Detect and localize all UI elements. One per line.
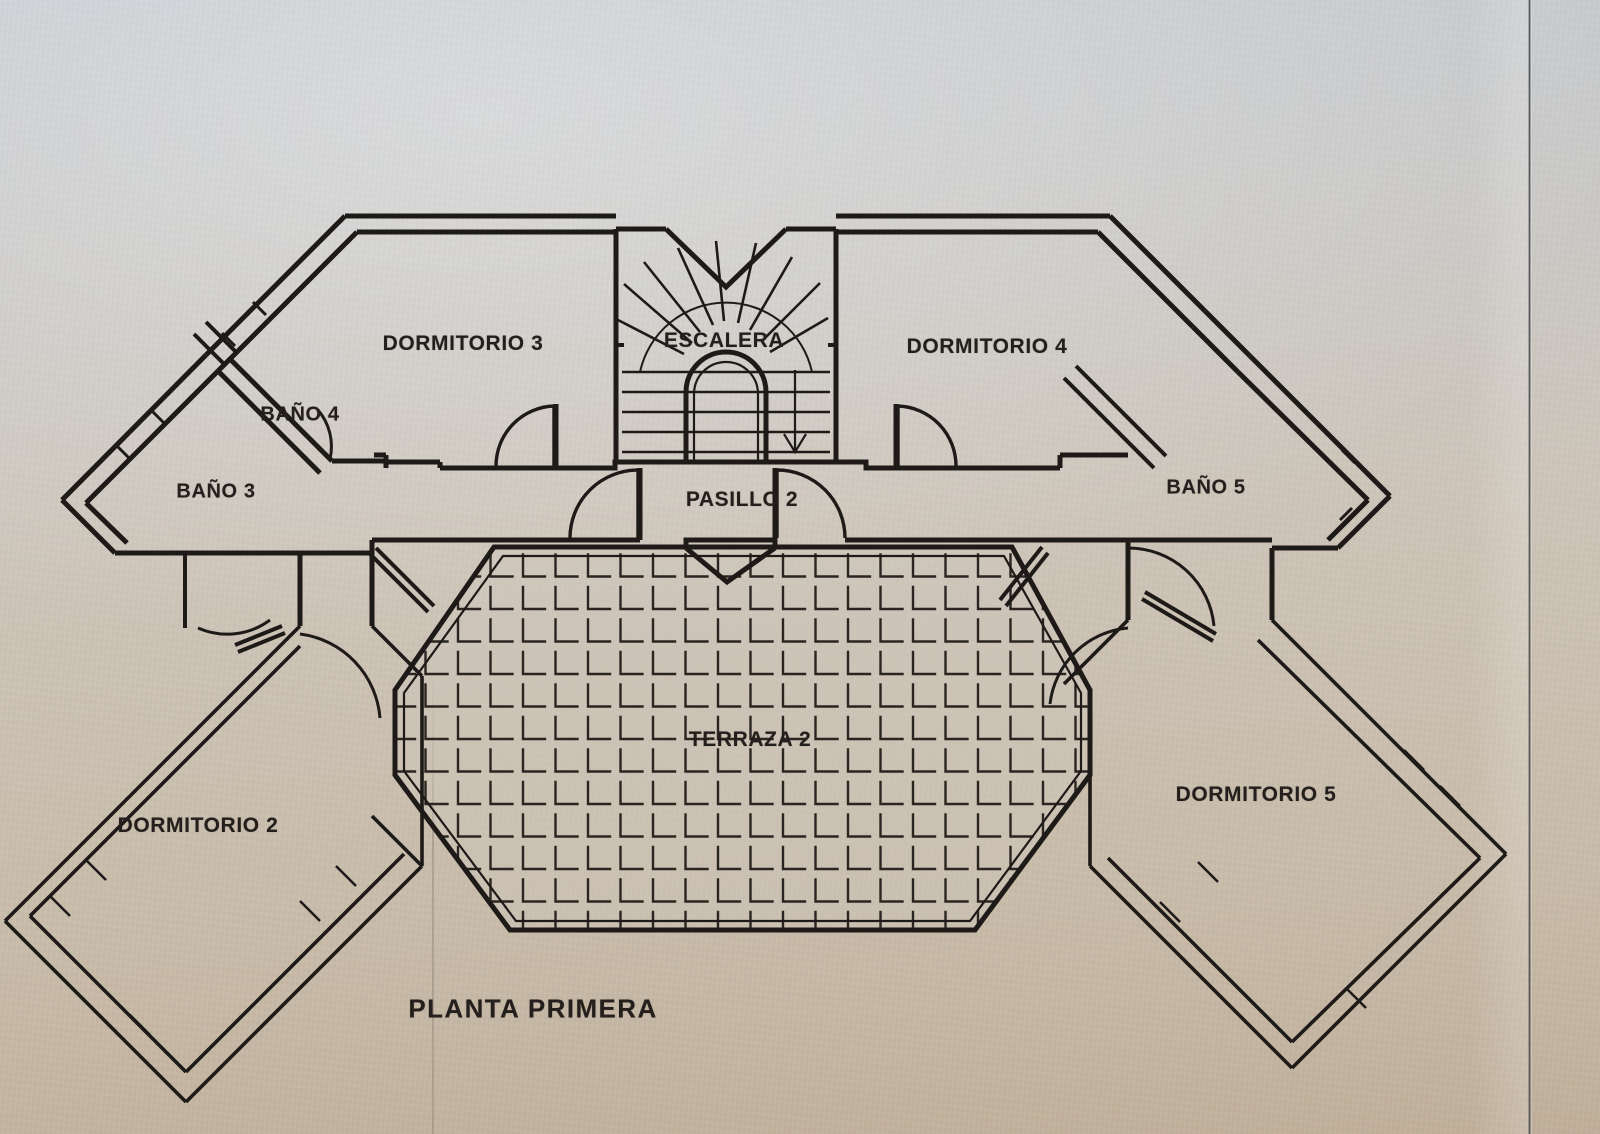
bano-4-inner-partition bbox=[192, 320, 238, 366]
bano-5-windows bbox=[1298, 404, 1357, 522]
door-swing-bano-5 bbox=[1127, 546, 1216, 627]
door-swing-pasillo-right bbox=[775, 468, 847, 539]
dormitorio-2-walls bbox=[3, 624, 424, 1104]
bano-5-lower-wall bbox=[1125, 537, 1272, 620]
bano-5-walls bbox=[1236, 354, 1392, 620]
door-leaf-dormitorio-2 bbox=[368, 546, 436, 614]
room-label-escalera: ESCALERA bbox=[663, 329, 785, 352]
escalera-arch-newel-inner bbox=[692, 360, 760, 460]
dormitorio-5-walls bbox=[1088, 618, 1508, 1070]
dormitorio-3-walls bbox=[204, 213, 616, 373]
bano-3-walls bbox=[60, 353, 220, 556]
page-fold-line bbox=[1528, 0, 1531, 1134]
dormitorio-2-terrace-wall bbox=[370, 624, 424, 866]
room-label-bano-4: BAÑO 4 bbox=[260, 403, 340, 426]
terrace-inner-line bbox=[402, 554, 1083, 923]
escalera-arch-newel bbox=[683, 349, 769, 460]
door-swing-dormitorio-5 bbox=[1048, 626, 1129, 705]
terrace-tile-floor bbox=[395, 547, 1090, 930]
wall-stubs bbox=[383, 452, 1128, 468]
escalera-winder-treads bbox=[617, 240, 829, 373]
room-label-pasillo-2: PASILLO 2 bbox=[685, 488, 799, 511]
door-swing-dormitorio-4 bbox=[896, 404, 958, 467]
room-label-dormitorio-5: DORMITORIO 5 bbox=[1175, 783, 1337, 806]
room-label-dormitorio-3: DORMITORIO 3 bbox=[382, 332, 544, 355]
door-swing-dormitorio-3 bbox=[494, 404, 556, 467]
pasillo-2-walls bbox=[372, 459, 1128, 586]
dormitorio-4-walls bbox=[836, 213, 1252, 374]
dormitorio-5-windows bbox=[1159, 749, 1461, 1009]
drawing-title: PLANTA PRIMERA bbox=[408, 993, 658, 1024]
room-label-bano-3: BAÑO 3 bbox=[176, 480, 256, 503]
door-swing-bano-3 bbox=[197, 618, 271, 636]
dormitorio-2-windows bbox=[49, 859, 357, 1036]
door-leaf-bano-5 bbox=[1140, 590, 1218, 643]
door-swing-dormitorio-2 bbox=[299, 632, 382, 719]
bano-3-lower-wall bbox=[185, 540, 375, 626]
dormitorio-4-inner-partition bbox=[1062, 364, 1168, 470]
room-label-terraza-2: TERRAZA 2 bbox=[688, 728, 812, 751]
dormitorio-4-window bbox=[1188, 294, 1236, 342]
plan-linework bbox=[3, 213, 1508, 1104]
escalera-straight-treads bbox=[622, 370, 830, 454]
dormitorio-3-window bbox=[220, 300, 268, 348]
door-swing-pasillo-left bbox=[568, 468, 640, 539]
door-swing-bano-4 bbox=[316, 409, 333, 460]
escalera-direction-arrow bbox=[783, 370, 807, 455]
door-leaf-bano-3 bbox=[234, 624, 286, 654]
bano-3-windows bbox=[114, 408, 166, 460]
room-label-dormitorio-4: DORMITORIO 4 bbox=[906, 335, 1068, 358]
dormitorio-4-south-wall bbox=[893, 404, 1060, 471]
door-leaf-dormitorio-5 bbox=[998, 545, 1050, 608]
room-label-bano-5: BAÑO 5 bbox=[1166, 476, 1246, 499]
room-label-dormitorio-2: DORMITORIO 2 bbox=[117, 814, 279, 837]
dormitorio-3-south-wall bbox=[386, 404, 559, 471]
